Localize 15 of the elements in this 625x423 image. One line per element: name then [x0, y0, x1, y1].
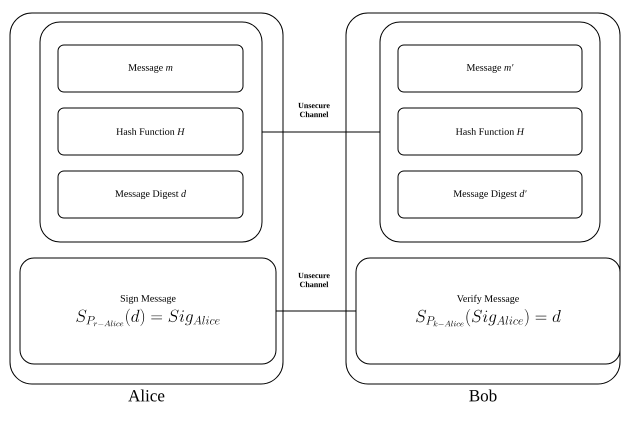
- process-box: Hash Function H: [58, 108, 244, 156]
- node-label: Bob: [469, 390, 497, 402]
- process-box: Hash Function H: [398, 108, 582, 156]
- node-label: Alice: [128, 390, 164, 402]
- process-box: Message m′: [398, 44, 582, 92]
- group-box: [380, 22, 600, 242]
- edge-label: Unsecure Channel: [293, 102, 335, 118]
- process-box: Message Digest d′: [398, 170, 582, 218]
- process-box: Message Digest d: [58, 170, 244, 218]
- formula-box: Verify Message $S_{P_{k-Alice}}(Sig_{Alice})=d$: [356, 258, 620, 364]
- process-box: Message m: [58, 44, 244, 92]
- formula-box: Sign Message $S_{P_{r-Alice}}(d)=Sig_{Alice}$: [20, 258, 276, 364]
- group-box: [40, 22, 262, 242]
- edge-label: Unsecure Channel: [293, 272, 335, 288]
- connector-line: [276, 310, 356, 312]
